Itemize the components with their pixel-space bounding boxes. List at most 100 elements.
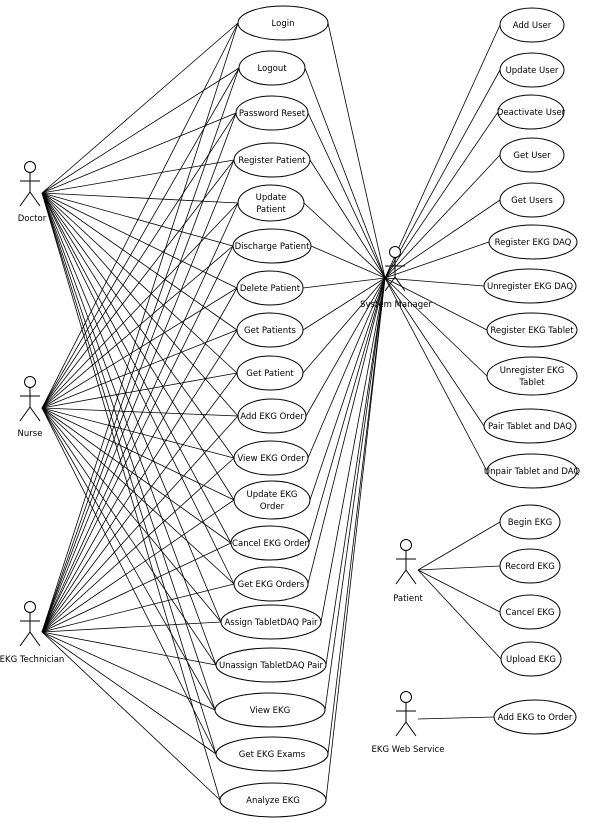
use-case-label: Get EKG Orders: [238, 580, 305, 590]
use-case-adduser[interactable]: Add User: [499, 7, 565, 43]
actor-tech[interactable]: EKG Technician: [0, 601, 64, 666]
actor-leg-left: [19, 631, 31, 647]
association-sysmgr-analyze: [325, 277, 386, 801]
association-nurse-getexams: [41, 407, 217, 755]
use-case-label: Tablet: [518, 378, 545, 388]
association-sysmgr-cancord: [308, 277, 386, 544]
use-case-ellipse: [215, 736, 329, 772]
use-case-unassign[interactable]: Unassign TabletDAQ Pair: [215, 647, 327, 683]
actor-leg-left: [395, 721, 407, 737]
use-case-logout[interactable]: Logout: [238, 50, 306, 86]
use-case-getpat[interactable]: Get Patient: [236, 355, 304, 391]
association-nurse-dispat: [41, 245, 234, 409]
actor-nurse[interactable]: Nurse: [18, 376, 43, 440]
use-case-label: Get User: [513, 151, 551, 161]
use-case-begin[interactable]: Begin EKG: [499, 504, 561, 540]
use-case-regtab[interactable]: Register EKG Tablet: [486, 312, 578, 348]
association-doctor-logout: [41, 67, 240, 194]
actor-label: System Manager: [360, 300, 432, 310]
use-case-assign[interactable]: Assign TabletDAQ Pair: [220, 604, 322, 640]
association-doctor-assign: [41, 192, 222, 623]
use-case-regpat[interactable]: Register Patient: [233, 142, 311, 178]
actor-leg-right: [394, 276, 406, 292]
association-tech-cancord: [41, 542, 232, 633]
use-case-ellipse: [238, 50, 306, 86]
association-sysmgr-pair: [384, 277, 485, 427]
actor-head: [400, 539, 412, 551]
actor-leg-right: [405, 569, 417, 585]
association-nurse-regpat: [41, 159, 235, 409]
association-sysmgr-deactuser: [384, 111, 499, 279]
use-case-cancord[interactable]: Cancel EKG Order: [230, 525, 310, 561]
use-case-delpat[interactable]: Delete Patient: [236, 270, 304, 306]
association-tech-getpats: [41, 329, 238, 633]
actor-head: [24, 376, 36, 388]
association-sysmgr-getuser: [384, 154, 501, 279]
use-case-label: Patient: [256, 205, 286, 215]
use-case-label: Cancel EKG: [505, 608, 554, 618]
association-sysmgr-unpair: [384, 277, 488, 472]
association-sysmgr-regdaq: [384, 241, 490, 279]
actor-leg-left: [19, 406, 31, 422]
use-case-label: Add EKG to Order: [498, 713, 573, 723]
use-case-label: Unassign TabletDAQ Pair: [219, 661, 324, 671]
association-sysmgr-unregdaq: [384, 277, 485, 287]
use-case-cancel[interactable]: Cancel EKG: [499, 594, 561, 630]
actor-patient[interactable]: Patient: [393, 539, 423, 605]
use-case-addto[interactable]: Add EKG to Order: [493, 699, 577, 735]
use-case-upduser[interactable]: Update User: [499, 52, 565, 88]
use-case-analyze[interactable]: Analyze EKG: [219, 782, 327, 818]
association-sysmgr-getpat: [302, 277, 386, 374]
actor-head: [389, 246, 401, 258]
use-case-getusers[interactable]: Get Users: [499, 182, 565, 218]
use-case-unregdaq[interactable]: Unregister EKG DAQ: [483, 268, 577, 304]
association-nurse-updpat: [41, 202, 239, 409]
actor-head: [24, 161, 36, 173]
use-case-pwreset[interactable]: Password Reset: [235, 95, 309, 131]
association-nurse-login: [41, 22, 239, 409]
use-case-label: Get Patients: [244, 326, 296, 336]
actor-websvc[interactable]: EKG Web Service: [372, 691, 445, 756]
use-case-label: Login: [272, 19, 295, 29]
use-case-ellipse: [232, 228, 312, 264]
use-case-login[interactable]: Login: [237, 5, 329, 41]
actor-sysmgr[interactable]: System Manager: [360, 246, 432, 311]
association-sysmgr-updpat: [303, 202, 386, 279]
use-case-pair[interactable]: Pair Tablet and DAQ: [483, 408, 577, 444]
association-nurse-getpat: [41, 372, 238, 409]
association-tech-updord: [41, 499, 235, 633]
association-tech-dispat: [41, 245, 234, 633]
association-doctor-vieword: [41, 192, 235, 459]
use-case-viewekg[interactable]: View EKG: [214, 692, 326, 728]
use-case-record[interactable]: Record EKG: [499, 548, 561, 584]
use-case-ellipse: [233, 566, 309, 602]
association-nurse-vieword: [41, 407, 235, 459]
association-nurse-assign: [41, 407, 222, 623]
use-case-unpair[interactable]: Unpair Tablet and DAQ: [484, 453, 581, 489]
use-case-label: Begin EKG: [508, 518, 552, 528]
use-case-label: Register EKG Tablet: [490, 326, 574, 336]
use-case-label: Register EKG DAQ: [495, 238, 572, 248]
use-case-label: Password Reset: [239, 109, 306, 119]
use-case-getpats[interactable]: Get Patients: [236, 312, 304, 348]
use-case-deactuser[interactable]: Deactivate User: [497, 94, 566, 130]
use-case-addord[interactable]: Add EKG Order: [237, 398, 307, 434]
actor-leg-left: [384, 276, 396, 292]
use-case-vieword[interactable]: View EKG Order: [233, 440, 309, 476]
use-case-getuser[interactable]: Get User: [499, 137, 565, 173]
association-sysmgr-logout: [304, 67, 386, 279]
use-case-regdaq[interactable]: Register EKG DAQ: [488, 224, 578, 260]
association-doctor-dispat: [41, 192, 234, 247]
use-case-label: Unregister EKG DAQ: [487, 282, 573, 292]
use-case-getexams[interactable]: Get EKG Exams: [215, 736, 329, 772]
association-nurse-getpats: [41, 329, 238, 409]
use-case-getords[interactable]: Get EKG Orders: [233, 566, 309, 602]
use-case-ellipse: [500, 641, 562, 677]
actor-doctor[interactable]: Doctor: [18, 161, 47, 225]
use-case-upload[interactable]: Upload EKG: [500, 641, 562, 677]
use-case-dispat[interactable]: Discharge Patient: [232, 228, 312, 264]
use-case-ellipse: [233, 142, 311, 178]
